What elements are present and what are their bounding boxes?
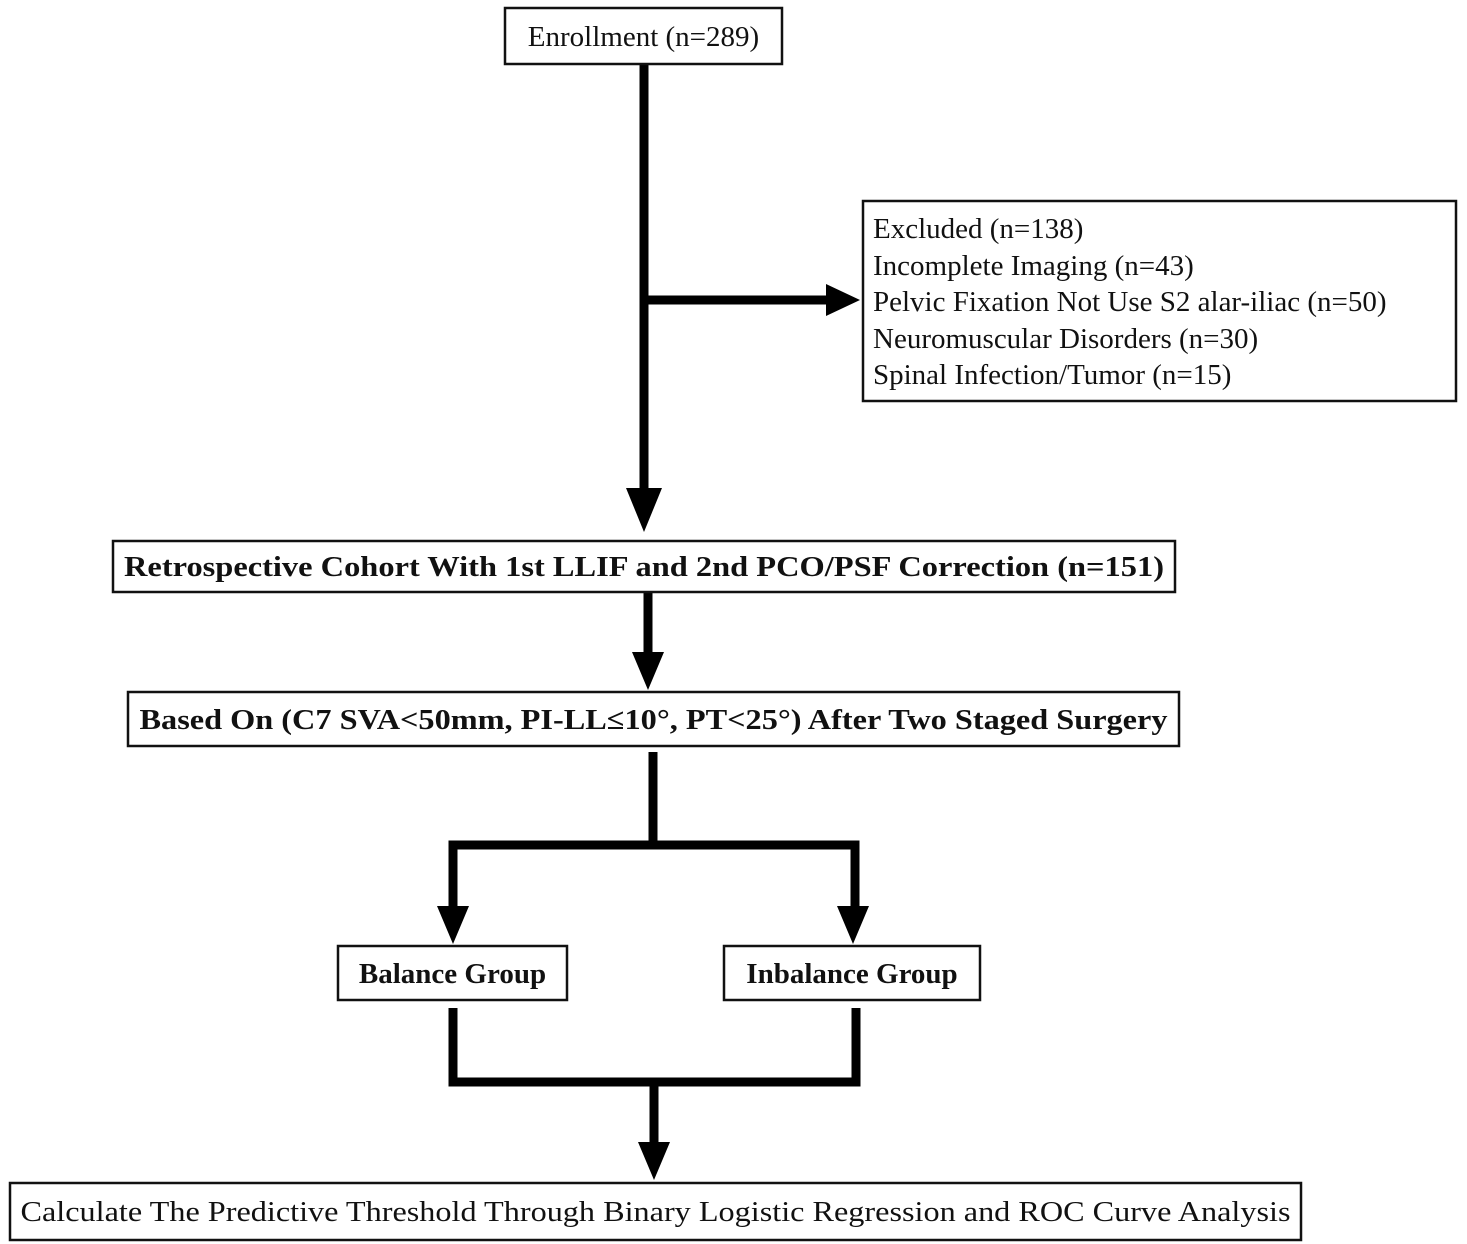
cohort-text: Retrospective Cohort With 1st LLIF and 2…	[124, 551, 1164, 583]
enrollment-box: Enrollment (n=289)	[503, 6, 784, 66]
enrollment-text: Enrollment (n=289)	[528, 21, 759, 53]
cohort-box: Retrospective Cohort With 1st LLIF and 2…	[111, 539, 1177, 594]
connector-merge	[448, 1008, 861, 1087]
inbalance-group-text: Inbalance Group	[746, 958, 957, 990]
excluded-reason: Incomplete Imaging (n=43)	[873, 250, 1194, 282]
arrowhead-excluded	[826, 284, 860, 316]
balance-group-box: Balance Group	[336, 944, 569, 1002]
arrowhead-cohort	[626, 488, 662, 532]
analysis-text: Calculate The Predictive Threshold Throu…	[21, 1196, 1291, 1228]
arrowhead-criteria	[632, 652, 664, 690]
excluded-reason: Neuromuscular Disorders (n=30)	[873, 323, 1258, 355]
criteria-box: Based On (C7 SVA<50mm, PI-LL≤10°, PT<25°…	[126, 690, 1181, 748]
excluded-reason: Spinal Infection/Tumor (n=15)	[873, 359, 1231, 391]
inbalance-group-box: Inbalance Group	[722, 944, 982, 1002]
balance-group-text: Balance Group	[359, 958, 546, 990]
criteria-text: Based On (C7 SVA<50mm, PI-LL≤10°, PT<25°…	[140, 704, 1169, 736]
excluded-total: Excluded (n=138)	[873, 213, 1083, 245]
analysis-box: Calculate The Predictive Threshold Throu…	[8, 1181, 1303, 1242]
connectors	[437, 64, 869, 1180]
connector-split	[448, 840, 860, 910]
arrowhead-inbalance	[837, 906, 869, 944]
arrowhead-balance	[437, 906, 469, 944]
excluded-box: Excluded (n=138) Incomplete Imaging (n=4…	[861, 199, 1458, 403]
arrowhead-analysis	[638, 1142, 670, 1180]
excluded-reason: Pelvic Fixation Not Use S2 alar-iliac (n…	[873, 286, 1387, 318]
